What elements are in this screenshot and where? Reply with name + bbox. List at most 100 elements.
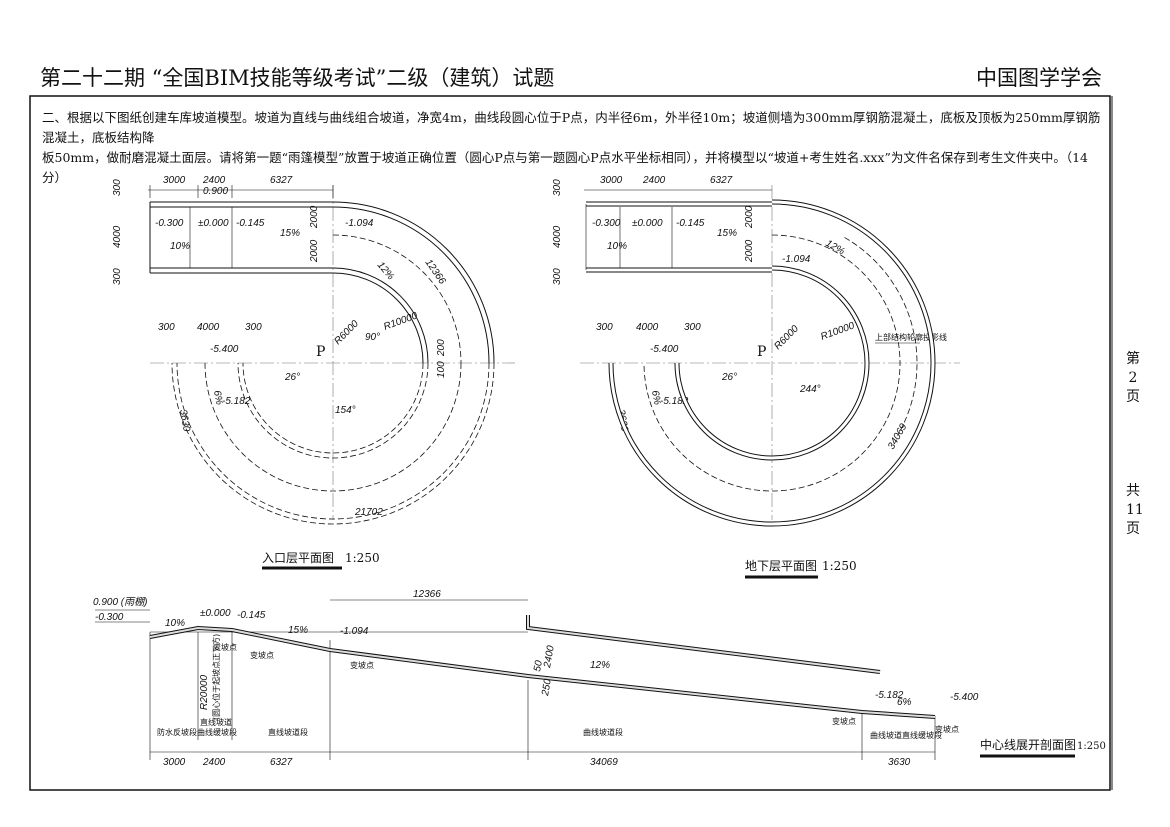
dim-text: 300 bbox=[245, 322, 262, 333]
plan-caption: 入口层平面图 bbox=[262, 551, 334, 565]
elevation-text: 0.900 bbox=[203, 186, 228, 197]
elevation-text: -0.300 bbox=[592, 218, 621, 229]
elevation-text: -0.145 bbox=[237, 610, 266, 621]
page-title: 第二十二期 “全国BIM技能等级考试”二级（建筑）试题 bbox=[40, 66, 555, 90]
slope-text: 15% bbox=[717, 228, 737, 239]
question-text: 二、根据以下图纸创建车库坡道模型。坡道为直线与曲线组合坡道，净宽4m，曲线段圆心… bbox=[42, 108, 1102, 188]
ramp-outer-wall-arc bbox=[332, 201, 495, 364]
page-char: 页 bbox=[1126, 389, 1140, 405]
arc-length-text: 21702 bbox=[354, 507, 383, 518]
basement-floor-plan: 3000 2400 6327 -0.300 ±0.000 -0.145 -1.0… bbox=[552, 175, 960, 579]
elevation-text: -5.182 bbox=[660, 396, 689, 407]
elevation-text: -5.182 bbox=[875, 690, 904, 701]
question-line-2: 板50mm，做耐磨混凝土面层。请将第一题“雨篷模型”放置于坡道正确位置（圆心P点… bbox=[42, 150, 1088, 185]
dim-text: 12366 bbox=[413, 589, 441, 600]
elevation-text: ±0.000 bbox=[198, 218, 229, 229]
plan-scale: 1:250 bbox=[345, 551, 380, 565]
arc-length-text: 12366 bbox=[423, 257, 448, 286]
dim-text: 300 bbox=[552, 268, 563, 285]
ramp-roof-slab bbox=[526, 615, 881, 674]
upper-outline-arc bbox=[844, 237, 918, 436]
ramp-inner-wall-arc bbox=[332, 267, 429, 364]
radius-text: R6000 bbox=[332, 318, 361, 347]
straight-ramp bbox=[149, 201, 333, 274]
angle-text: 26° bbox=[284, 372, 300, 383]
center-point-p: P bbox=[316, 344, 325, 360]
radius-note: (圆心位于起坡点正下方) bbox=[211, 634, 221, 720]
wall-hatch-arc bbox=[675, 266, 869, 460]
dimension-lines bbox=[148, 185, 334, 268]
dim-text: 250 bbox=[540, 678, 554, 698]
dimension-lines bbox=[584, 189, 772, 270]
elevation-text: ±0.000 bbox=[632, 218, 663, 229]
segment-label: 防水反坡段 bbox=[157, 727, 197, 737]
dim-text: 300 bbox=[596, 322, 613, 333]
plan-scale: 1:250 bbox=[822, 559, 857, 573]
elevation-text: -0.300 bbox=[95, 612, 124, 623]
elevation-text: -0.300 bbox=[155, 218, 184, 229]
page-total: 共 11 页 bbox=[1126, 482, 1144, 539]
slope-text: 6% bbox=[211, 390, 224, 406]
dim-text: 3630 bbox=[888, 757, 911, 768]
lower-level-arc bbox=[171, 362, 495, 525]
angle-text: 244° bbox=[799, 384, 821, 395]
page-current: 2 bbox=[1128, 370, 1138, 386]
dim-text: 34069 bbox=[590, 757, 618, 768]
organization: 中国图学学会 bbox=[976, 66, 1102, 90]
dim-text: 100 bbox=[436, 361, 447, 378]
centerline-section: 0.900 (雨棚) -0.300 ±0.000 -0.145 -1.094 -… bbox=[93, 589, 1106, 768]
wall-hatch bbox=[586, 202, 772, 272]
elevation-text: -5.400 bbox=[650, 344, 679, 355]
elevation-text: -1.094 bbox=[340, 626, 369, 637]
slope-text: 6% bbox=[649, 390, 662, 406]
center-point-p: P bbox=[757, 344, 766, 360]
dim-text: 4000 bbox=[552, 225, 563, 248]
section-scale: 1:250 bbox=[1077, 741, 1106, 752]
page-char: 第 bbox=[1126, 351, 1140, 367]
grade-change-point: 变坡点 bbox=[250, 650, 274, 660]
angle-text: 154° bbox=[335, 405, 356, 416]
dim-text: 300 bbox=[684, 322, 701, 333]
dim-text: 300 bbox=[112, 179, 123, 196]
ramp-centerline-arc bbox=[332, 234, 462, 364]
dim-text: 6327 bbox=[710, 175, 733, 186]
elevation-text: -5.400 bbox=[210, 344, 239, 355]
arc-length-text: 34069 bbox=[886, 422, 910, 452]
lower-level-arc bbox=[176, 362, 490, 520]
reference-lines bbox=[95, 599, 936, 760]
elevation-text: -1.094 bbox=[345, 218, 374, 229]
dim-text: 2000 bbox=[309, 205, 320, 229]
slope-text: 10% bbox=[607, 241, 627, 252]
drawing-frame bbox=[29, 95, 1111, 791]
section-caption: 中心线展开剖面图 bbox=[980, 737, 1076, 752]
segment-label: 曲线缓坡段 bbox=[197, 727, 237, 737]
angle-text: 90° bbox=[365, 332, 380, 343]
elevation-text: -5.182 bbox=[222, 396, 251, 407]
ramp-outer-wall-arc bbox=[332, 206, 490, 364]
segment-label: 曲线坡道段 bbox=[583, 727, 623, 737]
elevation-text: 0.900 (雨棚) bbox=[93, 596, 147, 608]
dim-text: 3000 bbox=[600, 175, 623, 186]
grade-change-point: 变坡点 bbox=[935, 724, 959, 734]
slope-text: 15% bbox=[288, 625, 308, 636]
question-line-1: 二、根据以下图纸创建车库坡道模型。坡道为直线与曲线组合坡道，净宽4m，曲线段圆心… bbox=[42, 110, 1101, 145]
dim-text: 4000 bbox=[197, 322, 220, 333]
dim-text: 2000 bbox=[744, 205, 755, 229]
arc-length-text: 3630 bbox=[177, 409, 192, 433]
slope-text: 10% bbox=[170, 241, 190, 252]
elevation-text: -5.400 bbox=[950, 692, 979, 703]
dim-text: 50 bbox=[532, 659, 545, 672]
page-total-value: 11 bbox=[1126, 502, 1144, 518]
radius-text: R6000 bbox=[772, 323, 801, 352]
dim-text: 3000 bbox=[163, 175, 186, 186]
slope-text: 15% bbox=[280, 228, 300, 239]
dim-text: 6327 bbox=[270, 757, 293, 768]
elevation-text: ±0.000 bbox=[200, 608, 231, 619]
dim-text: 300 bbox=[158, 322, 175, 333]
slope-text: 12% bbox=[824, 238, 847, 258]
page-number: 第 2 页 bbox=[1126, 350, 1140, 407]
slope-text: 10% bbox=[165, 618, 185, 629]
radius-text: R20000 bbox=[199, 675, 210, 710]
projection-line-note: 上部结构轮廓投影线 bbox=[875, 332, 947, 342]
